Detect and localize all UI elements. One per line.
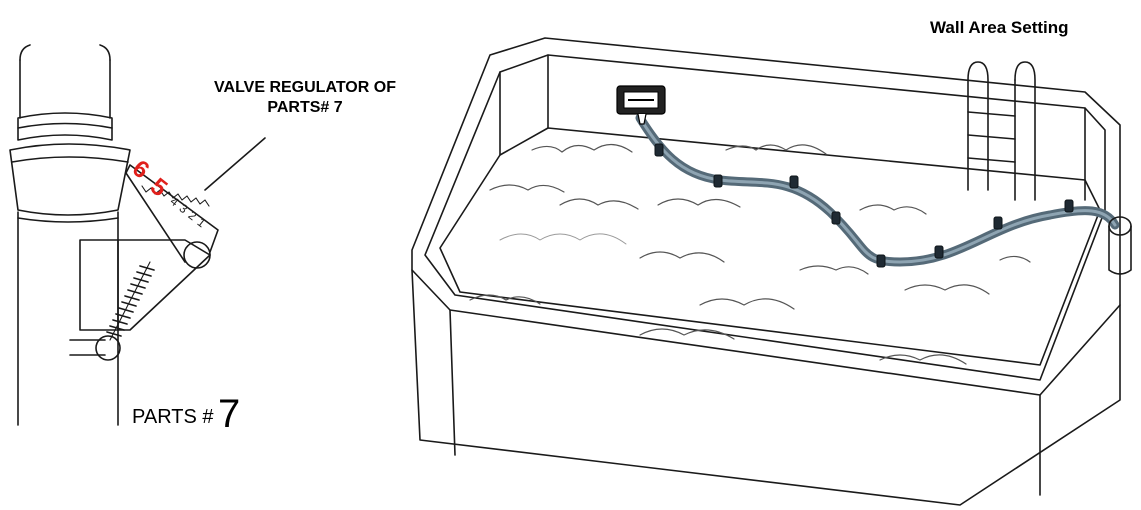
pool-ladder xyxy=(967,61,1036,201)
valve-regulator-label: VALVE REGULATOR OF PARTS# 7 xyxy=(214,79,396,116)
regulator-mark-1: 1 xyxy=(195,215,209,230)
regulator-mark-5: 5 xyxy=(145,173,172,203)
skimmer-inlet xyxy=(1108,216,1132,275)
cleaner-hose xyxy=(635,113,1120,268)
water-waves xyxy=(469,143,1031,365)
pool xyxy=(411,37,1121,506)
valve-detail xyxy=(9,44,266,426)
pool-cleaner-head xyxy=(616,85,666,125)
wall-area-setting-title: Wall Area Setting xyxy=(930,18,1069,37)
parts-number-label: PARTS # 7 xyxy=(132,392,240,437)
parts-number: 7 xyxy=(217,392,241,436)
parts-prefix: PARTS # xyxy=(132,406,214,428)
